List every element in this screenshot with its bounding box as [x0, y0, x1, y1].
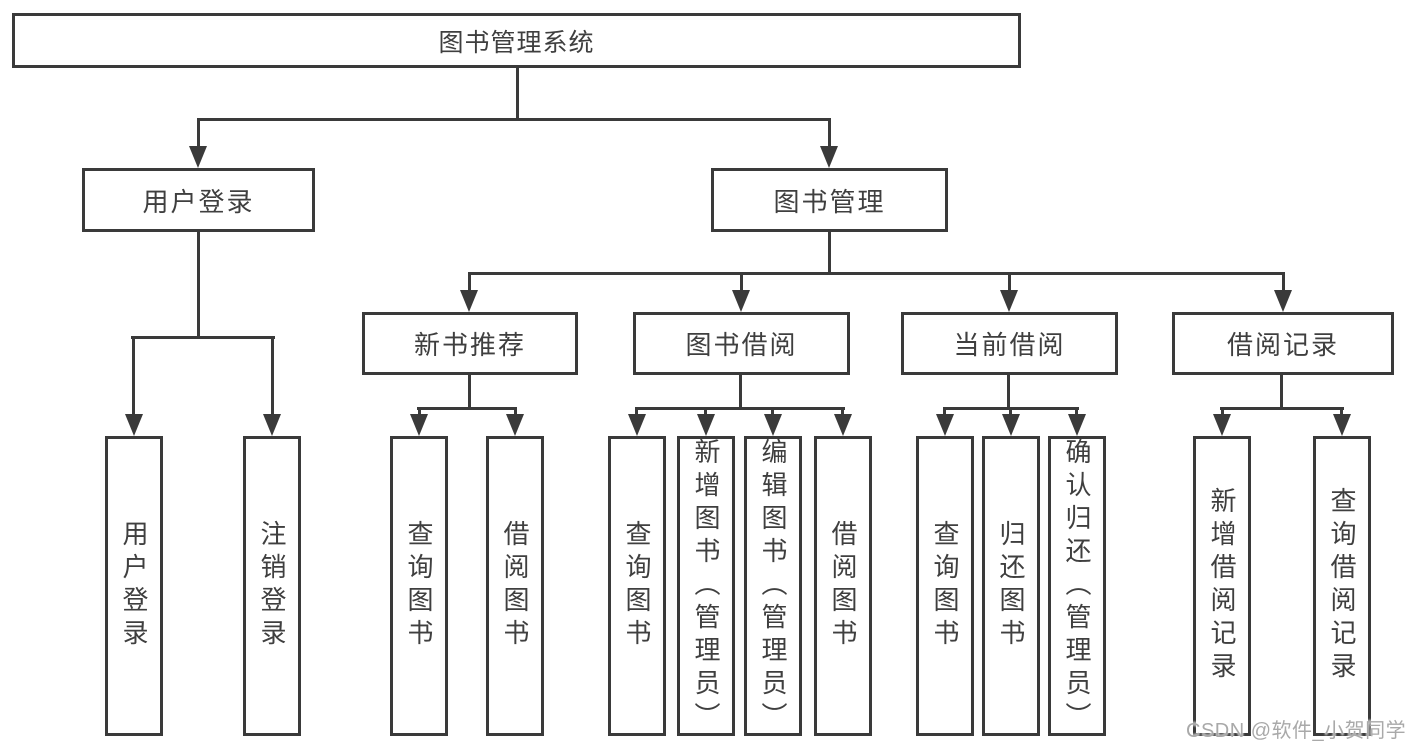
- node-label: 图书管理系统: [438, 28, 595, 57]
- arrowhead-icon: [410, 414, 428, 436]
- leaf-user-login: 用户登录: [105, 436, 163, 736]
- leaf-label: 查询图书: [930, 520, 960, 652]
- connector-shaft: [635, 409, 638, 417]
- connector-shaft: [1009, 409, 1012, 417]
- leaf-logout: 注销登录: [243, 436, 301, 736]
- connector-borrow-records-hbar: [1220, 407, 1344, 410]
- node-label: 新书推荐: [413, 330, 526, 360]
- connector-shaft: [418, 409, 421, 417]
- arrowhead-icon: [936, 414, 954, 436]
- arrowhead-icon: [697, 414, 715, 436]
- node-label: 图书借阅: [685, 330, 798, 360]
- connector-current-borrow-trunk: [1007, 375, 1010, 410]
- connector-shaft: [271, 338, 274, 418]
- leaf-add-book-admin: 新增图书（管理员）: [677, 436, 735, 736]
- arrowhead-icon: [1068, 414, 1086, 436]
- connector-shaft: [1075, 409, 1078, 417]
- leaf-return-books: 归还图书: [982, 436, 1040, 736]
- leaf-label: 归还图书: [996, 520, 1026, 652]
- arrowhead-icon: [125, 414, 143, 436]
- connector-shaft: [1008, 274, 1011, 292]
- connector-shaft: [771, 409, 774, 417]
- node-label: 图书管理: [773, 186, 886, 217]
- leaf-label: 查询图书: [622, 520, 652, 652]
- leaf-label: 注销登录: [257, 520, 287, 652]
- connector-borrow-records-trunk: [1280, 375, 1283, 410]
- leaf-label: 确认归还（管理员）: [1062, 437, 1092, 735]
- arrowhead-icon: [1000, 290, 1018, 312]
- connector-user-login-trunk: [197, 232, 200, 339]
- connector-shaft: [468, 274, 471, 292]
- leaf-borrow-books-recommend: 借阅图书: [486, 436, 544, 736]
- leaf-edit-book-admin: 编辑图书（管理员）: [744, 436, 802, 736]
- watermark: CSDN @软件_小贺同学: [1186, 720, 1405, 742]
- connector-level1-hbar: [197, 118, 831, 121]
- leaf-confirm-return-admin: 确认归还（管理员）: [1048, 436, 1106, 736]
- arrowhead-icon: [1002, 414, 1020, 436]
- connector-shaft: [704, 409, 707, 417]
- arrowhead-icon: [1274, 290, 1292, 312]
- leaf-label: 新增借阅记录: [1207, 487, 1237, 685]
- leaf-label: 新增图书（管理员）: [691, 437, 721, 735]
- arrowhead-icon: [189, 146, 207, 168]
- connector-shaft: [943, 409, 946, 417]
- node-new-book-recommendation: 新书推荐: [362, 312, 578, 375]
- leaf-label: 用户登录: [119, 520, 149, 652]
- connector-user-login-hbar: [131, 336, 275, 339]
- connector-book-mgmt-trunk: [828, 232, 831, 275]
- arrowhead-icon: [764, 414, 782, 436]
- node-book-management: 图书管理: [711, 168, 948, 232]
- arrowhead-icon: [263, 414, 281, 436]
- arrowhead-icon: [732, 290, 750, 312]
- connector-shaft: [514, 409, 517, 417]
- leaf-label: 借阅图书: [828, 520, 858, 652]
- leaf-query-borrow-record: 查询借阅记录: [1313, 436, 1371, 736]
- connector-book-borrow-trunk: [739, 375, 742, 410]
- connector-book-borrow-hbar: [635, 407, 845, 410]
- arrowhead-icon: [1333, 414, 1351, 436]
- node-label: 当前借阅: [953, 330, 1066, 360]
- leaf-borrow-books-borrowing: 借阅图书: [814, 436, 872, 736]
- connector-shaft: [197, 120, 200, 148]
- connector-new-book-trunk: [468, 375, 471, 410]
- leaf-label: 查询图书: [404, 520, 434, 652]
- leaf-add-borrow-record: 新增借阅记录: [1193, 436, 1251, 736]
- connector-root-trunk: [516, 68, 519, 121]
- node-user-login: 用户登录: [82, 168, 315, 232]
- arrowhead-icon: [628, 414, 646, 436]
- connector-shaft: [1221, 409, 1224, 417]
- leaf-label: 借阅图书: [500, 520, 530, 652]
- connector-new-book-hbar: [417, 407, 517, 410]
- node-label: 用户登录: [142, 186, 255, 217]
- connector-shaft: [132, 338, 135, 418]
- arrowhead-icon: [506, 414, 524, 436]
- leaf-query-books-recommend: 查询图书: [390, 436, 448, 736]
- leaf-label: 查询借阅记录: [1327, 487, 1357, 685]
- leaf-query-books-borrowing: 查询图书: [608, 436, 666, 736]
- connector-shaft: [1340, 409, 1343, 417]
- connector-book-mgmt-hbar: [468, 272, 1285, 275]
- node-label: 借阅记录: [1226, 330, 1339, 360]
- leaf-query-books-current: 查询图书: [916, 436, 974, 736]
- arrowhead-icon: [820, 146, 838, 168]
- leaf-label: 编辑图书（管理员）: [758, 437, 788, 735]
- connector-shaft: [841, 409, 844, 417]
- node-borrowing-records: 借阅记录: [1172, 312, 1394, 375]
- connector-current-borrow-hbar: [943, 407, 1079, 410]
- node-book-borrowing: 图书借阅: [633, 312, 850, 375]
- connector-shaft: [740, 274, 743, 292]
- arrowhead-icon: [460, 290, 478, 312]
- node-library-system: 图书管理系统: [12, 13, 1021, 68]
- arrowhead-icon: [1213, 414, 1231, 436]
- arrowhead-icon: [834, 414, 852, 436]
- connector-shaft: [1282, 274, 1285, 292]
- node-current-borrowing: 当前借阅: [901, 312, 1118, 375]
- connector-shaft: [828, 120, 831, 148]
